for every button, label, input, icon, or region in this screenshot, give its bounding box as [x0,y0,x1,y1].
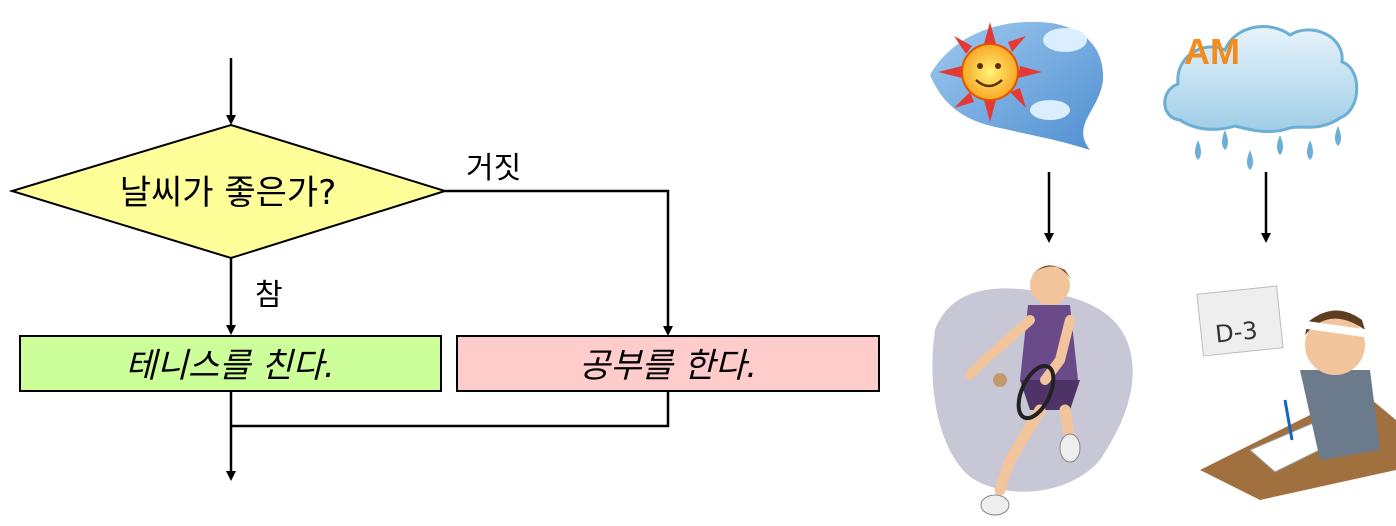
flowchart: 날씨가 좋은가? 참 거짓 테니스를 친다. 공부를 한다. [8,58,880,481]
tennis-player-icon [932,265,1133,516]
true-action-text: 테니스를 친다. [125,346,334,386]
rain-cloud-icon: AM [1163,25,1359,170]
sun-cloud-icon [930,21,1104,150]
decision-text: 날씨가 좋은가? [120,173,337,213]
true-action-box [19,335,442,392]
study-note-text: D-3 [1214,316,1259,348]
true-label: 참 [255,278,283,313]
false-merge-line [231,391,670,428]
false-branch-line [445,189,673,336]
rain-badge-text: AM [1184,31,1240,72]
false-label: 거짓 [466,151,521,186]
false-action-text: 공부를 한다. [579,346,757,386]
studying-student-icon: D-3 [1196,285,1396,500]
